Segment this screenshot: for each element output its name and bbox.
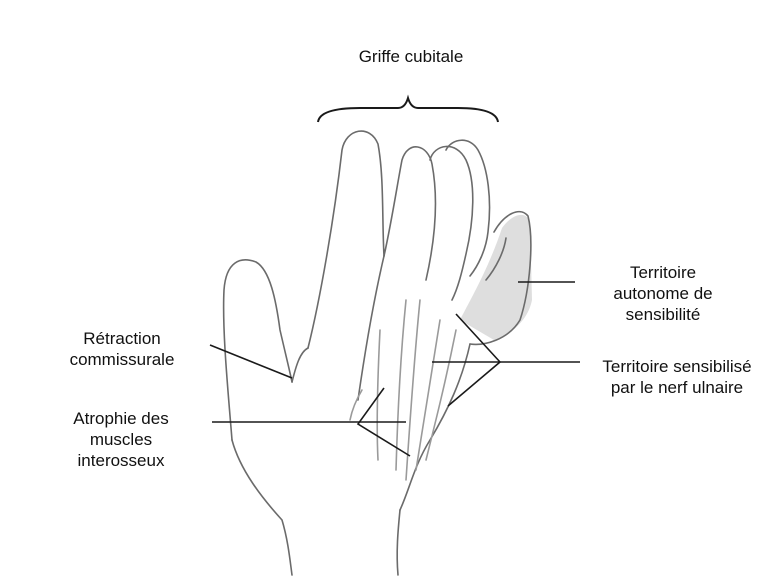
label-autonome-line-2: autonome de <box>588 283 738 304</box>
label-griffe-cubitale: Griffe cubitale <box>326 46 496 67</box>
label-griffe-line-1: Griffe cubitale <box>326 46 496 67</box>
label-atrophie-line-3: interosseux <box>40 450 202 471</box>
hand-outline <box>224 131 531 575</box>
label-atrophie-line-1: Atrophie des <box>40 408 202 429</box>
label-territoire-autonome: Territoire autonome de sensibilité <box>588 262 738 325</box>
label-retraction-line-2: commissurale <box>42 349 202 370</box>
fingers-brace <box>318 98 498 122</box>
leader-retraction <box>210 345 292 378</box>
label-retraction-line-1: Rétraction <box>42 328 202 349</box>
label-atrophie-line-2: muscles <box>40 429 202 450</box>
label-retraction-commissurale: Rétraction commissurale <box>42 328 202 370</box>
label-sensibilise-line-2: par le nerf ulnaire <box>582 377 772 398</box>
label-sensibilise-line-1: Territoire sensibilisé <box>582 356 772 377</box>
label-atrophie-interosseux: Atrophie des muscles interosseux <box>40 408 202 471</box>
label-autonome-line-3: sensibilité <box>588 304 738 325</box>
label-territoire-sensibilise: Territoire sensibilisé par le nerf ulnai… <box>582 356 772 398</box>
label-autonome-line-1: Territoire <box>588 262 738 283</box>
